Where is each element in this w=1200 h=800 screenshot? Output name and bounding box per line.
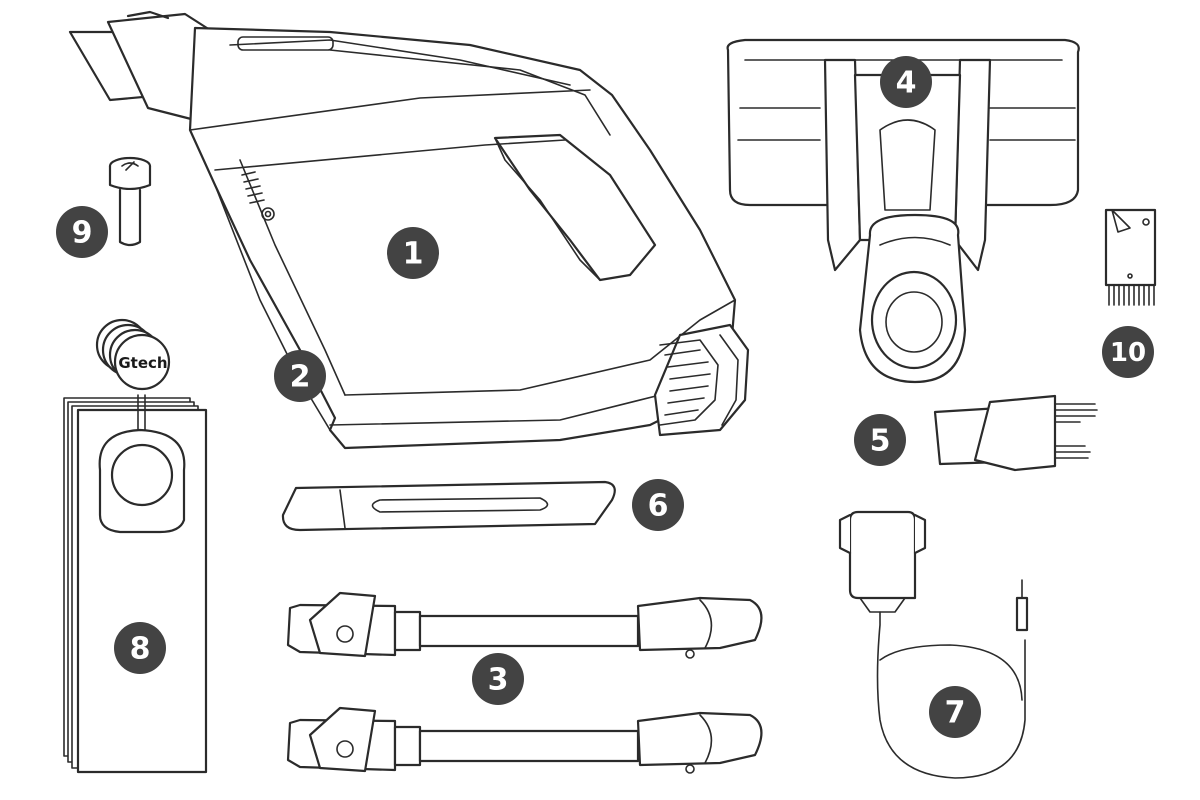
vent-slots bbox=[241, 171, 265, 204]
rear-filter-wheel bbox=[653, 323, 750, 437]
extension-tube-lower bbox=[286, 706, 763, 774]
badge-2: 2 bbox=[274, 350, 326, 402]
crevice-tool-illustration bbox=[281, 480, 616, 532]
badge-1-label: 1 bbox=[403, 237, 424, 272]
bags-illustration bbox=[63, 394, 208, 774]
badge-3: 3 bbox=[472, 653, 524, 705]
badge-4-label: 4 bbox=[896, 66, 917, 101]
handheld-unit-illustration bbox=[68, 10, 750, 450]
badge-7: 7 bbox=[929, 686, 981, 738]
badge-10: 10 bbox=[1102, 326, 1154, 378]
charger-illustration bbox=[838, 510, 1029, 779]
comb-teeth bbox=[1108, 284, 1155, 306]
badge-3-label: 3 bbox=[488, 663, 509, 698]
badge-5-label: 5 bbox=[870, 424, 891, 459]
badge-9: 9 bbox=[56, 206, 108, 258]
gtech-logo-text: Gtech bbox=[118, 354, 167, 372]
brush-bristles bbox=[1054, 403, 1098, 459]
cleaning-comb-illustration bbox=[1104, 208, 1157, 306]
gtech-tag-illustration: Gtech bbox=[95, 318, 171, 391]
fragrance-stick-illustration bbox=[108, 156, 152, 247]
badge-1: 1 bbox=[387, 227, 439, 279]
badge-9-label: 9 bbox=[72, 216, 93, 251]
badge-7-label: 7 bbox=[945, 696, 966, 731]
badge-6: 6 bbox=[632, 479, 684, 531]
badge-10-label: 10 bbox=[1110, 338, 1146, 368]
badge-8-label: 8 bbox=[130, 632, 151, 667]
badge-8: 8 bbox=[114, 622, 166, 674]
extension-tube-upper bbox=[286, 591, 763, 659]
badge-6-label: 6 bbox=[648, 489, 669, 524]
badge-2-label: 2 bbox=[290, 360, 311, 395]
badge-4: 4 bbox=[880, 56, 932, 108]
badge-5: 5 bbox=[854, 414, 906, 466]
floor-head-illustration bbox=[726, 38, 1080, 384]
brush-tool-illustration bbox=[933, 394, 1098, 472]
